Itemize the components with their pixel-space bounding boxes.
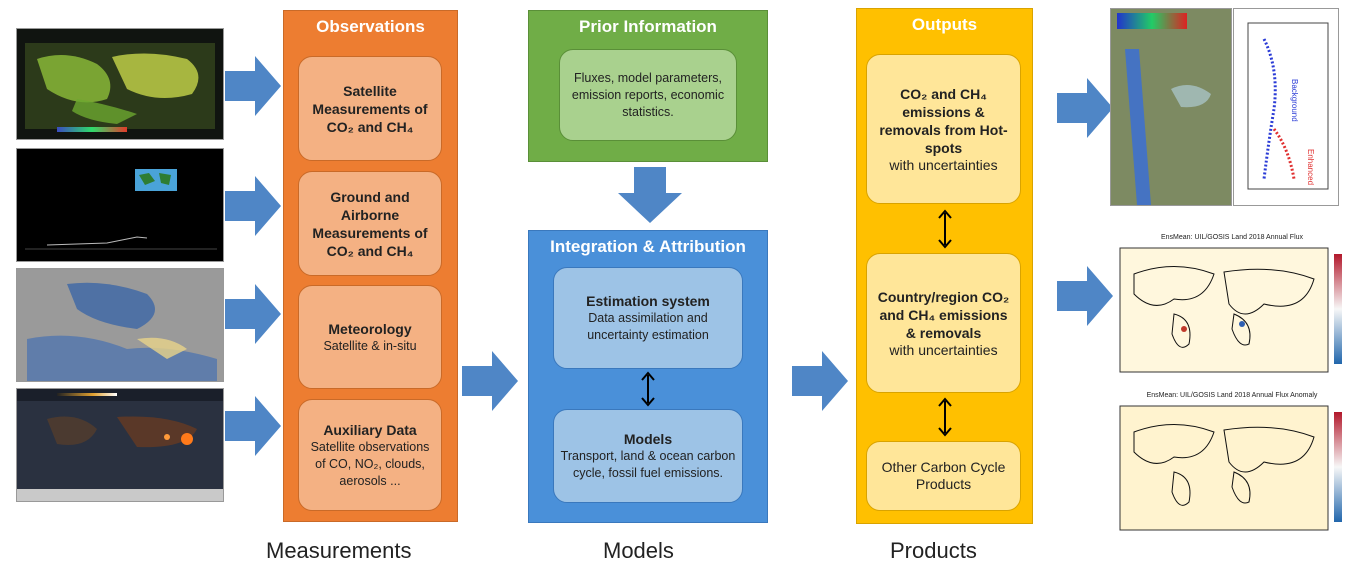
- box-subtitle: Data assimilation and uncertainty estima…: [587, 311, 709, 342]
- estimation-system-box: Estimation system Data assimilation and …: [553, 267, 743, 369]
- box-subtitle: with uncertainties: [889, 341, 998, 358]
- meteorology-box: Meteorology Satellite & in-situ: [298, 285, 442, 389]
- flux-map-title: EnsMean: UIL/GOSIS Land 2018 Annual Flux: [1160, 234, 1304, 241]
- box-subtitle: Transport, land & ocean carbon cycle, fo…: [560, 449, 736, 480]
- arrow-right-icon: [225, 396, 281, 456]
- box-title: Auxiliary Data: [323, 421, 417, 438]
- hotspot-satellite-image: [1111, 9, 1231, 205]
- prior-title: Prior Information: [579, 17, 717, 36]
- ground-airborne-box: Ground and Airborne Measurements of CO₂ …: [298, 171, 442, 276]
- ground-stations-thumbnail: [16, 148, 224, 262]
- prior-information-box: Fluxes, model parameters, emission repor…: [559, 49, 737, 141]
- box-title: CO₂ and CH₄ emissions & removals from Ho…: [879, 85, 1008, 156]
- vertical-profile-image: Background Enhanced: [1247, 22, 1329, 190]
- integration-attribution-column: Integration & Attribution Estimation sys…: [528, 230, 768, 523]
- arrow-right-icon: [792, 351, 848, 411]
- box-title: Satellite Measurements of CO₂ and CH₄: [312, 82, 428, 135]
- meteorology-thumbnail: [16, 268, 224, 382]
- flux-map-image: [1119, 247, 1342, 373]
- auxiliary-data-image: [17, 389, 223, 501]
- box-title: Estimation system: [586, 293, 710, 309]
- arrow-right-icon: [225, 56, 281, 116]
- box-title: Models: [623, 431, 673, 447]
- flux-anomaly-map-image: [1119, 405, 1342, 531]
- arrow-right-icon: [225, 176, 281, 236]
- products-label: Products: [890, 538, 977, 563]
- bidirectional-arrow-icon: [938, 397, 952, 437]
- satellite-map-image: [25, 43, 215, 132]
- box-text: Other Carbon Cycle Products: [881, 459, 1006, 492]
- box-text: Fluxes, model parameters, emission repor…: [571, 70, 725, 119]
- bidirectional-arrow-icon: [641, 371, 655, 407]
- box-title: Ground and Airborne Measurements of CO₂ …: [312, 188, 428, 259]
- prior-information-column: Prior Information Fluxes, model paramete…: [528, 10, 768, 162]
- observations-title: Observations: [316, 17, 425, 36]
- box-subtitle: Satellite observations of CO, NO₂, cloud…: [310, 439, 430, 488]
- hotspot-satellite-thumbnail: [1110, 8, 1232, 206]
- measurements-label: Measurements: [266, 538, 412, 563]
- outputs-title: Outputs: [911, 15, 978, 34]
- observations-column: Observations Satellite Measurements of C…: [283, 10, 458, 522]
- auxiliary-data-thumbnail: [16, 388, 224, 502]
- outputs-column: Outputs CO₂ and CH₄ emissions & removals…: [856, 8, 1033, 524]
- box-subtitle: with uncertainties: [889, 156, 998, 173]
- profile-label-enhanced: Enhanced: [1306, 149, 1315, 185]
- flux-map-thumbnail: EnsMean: UIL/GOSIS Land 2018 Annual Flux: [1114, 232, 1350, 382]
- arrow-right-icon: [1057, 78, 1113, 138]
- auxiliary-data-box: Auxiliary Data Satellite observations of…: [298, 399, 442, 511]
- flux-anomaly-map-thumbnail: EnsMean: UIL/GOSIS Land 2018 Annual Flux…: [1114, 390, 1350, 540]
- models-box: Models Transport, land & ocean carbon cy…: [553, 409, 743, 503]
- integration-title: Integration & Attribution: [550, 237, 746, 256]
- box-title: Meteorology: [328, 320, 412, 337]
- meteorology-image: [17, 269, 223, 381]
- profile-label-background: Background: [1290, 79, 1299, 122]
- satellite-measurements-box: Satellite Measurements of CO₂ and CH₄: [298, 56, 442, 161]
- other-products-box: Other Carbon Cycle Products: [866, 441, 1021, 511]
- country-region-emissions-box: Country/region CO₂ and CH₄ emissions & r…: [866, 253, 1021, 393]
- ground-stations-image: [25, 169, 217, 250]
- box-subtitle: Satellite & in-situ: [323, 338, 417, 353]
- vertical-profile-thumbnail: Background Enhanced: [1233, 8, 1339, 206]
- flux-anomaly-map-title: EnsMean: UIL/GOSIS Land 2018 Annual Flux…: [1146, 392, 1318, 399]
- bidirectional-arrow-icon: [938, 209, 952, 249]
- box-title: Country/region CO₂ and CH₄ emissions & r…: [877, 288, 1010, 341]
- hotspot-emissions-box: CO₂ and CH₄ emissions & removals from Ho…: [866, 54, 1021, 204]
- arrow-right-icon: [1057, 266, 1113, 326]
- satellite-map-thumbnail: [16, 28, 224, 140]
- arrow-down-icon: [618, 167, 682, 223]
- models-label: Models: [603, 538, 674, 563]
- arrow-right-icon: [225, 284, 281, 344]
- arrow-right-icon: [462, 351, 518, 411]
